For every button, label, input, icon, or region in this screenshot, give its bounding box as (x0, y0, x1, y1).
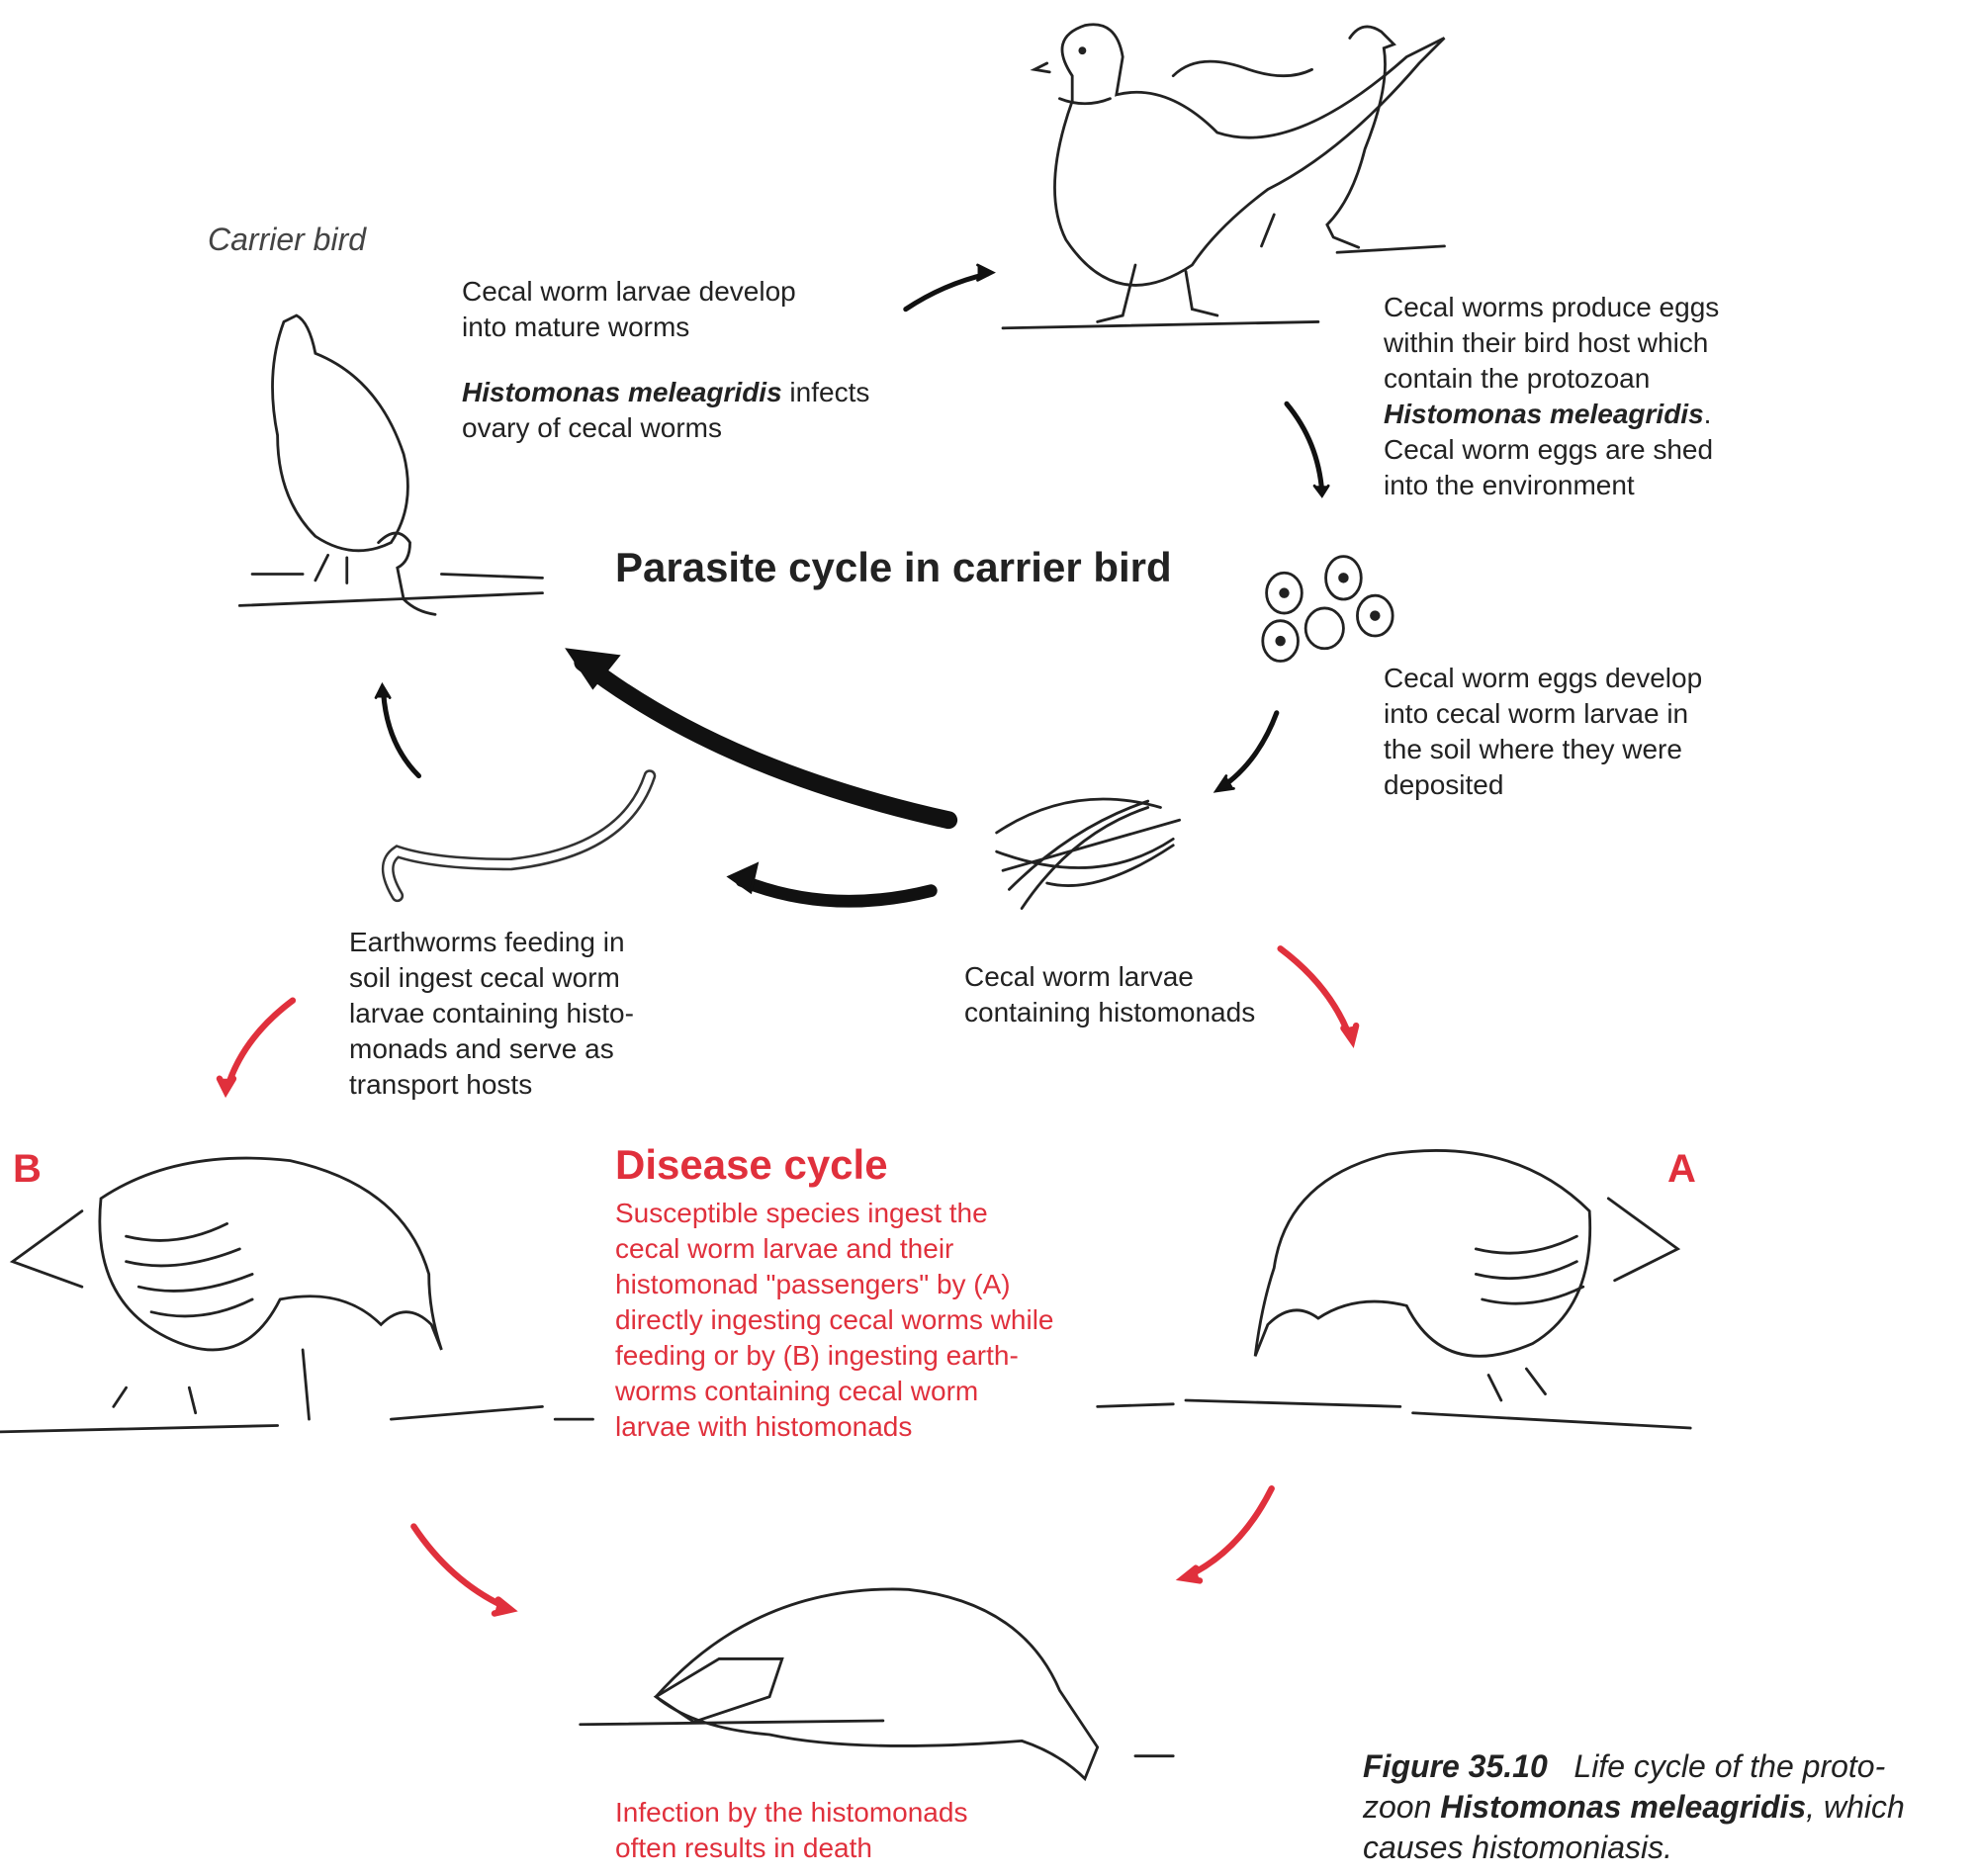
text-line: histomonad "passengers" by (A) (615, 1269, 1011, 1299)
text-line: . (1703, 399, 1712, 429)
figure-label: Figure 35.10 (1363, 1748, 1548, 1784)
text-line: within their bird host which (1384, 327, 1709, 358)
carrier-hen-illustration (237, 313, 544, 616)
text-line: into the environment (1384, 470, 1635, 500)
species-name: Histomonas meleagridis (1384, 399, 1704, 429)
text-line: containing histomonads (964, 997, 1256, 1027)
disease-cycle-arrows (216, 945, 1360, 1617)
pheasant-pair-illustration (1001, 23, 1446, 330)
species-name: Histomonas meleagridis (1440, 1789, 1807, 1825)
text-line: Life cycle of the proto- (1547, 1748, 1886, 1784)
parasite-cycle-arrows (374, 263, 1330, 908)
text-line: zoon (1363, 1789, 1441, 1825)
step-eggs-produce: Cecal worms produce eggs within their bir… (1384, 290, 1719, 503)
text-line: Cecal worm eggs develop (1384, 663, 1703, 693)
step-earthworms: Earthworms feeding in soil ingest cecal w… (349, 925, 634, 1103)
figure-caption: Figure 35.10 Life cycle of the proto-zoo… (1363, 1746, 1905, 1868)
text-line: larvae containing histo- (349, 998, 634, 1028)
text-line: into mature worms (462, 312, 690, 342)
text-line: transport hosts (349, 1069, 533, 1100)
text-line: cecal worm larvae and their (615, 1233, 954, 1264)
cecal-worm-larvae-illustration (995, 797, 1182, 910)
earthworm-illustration (381, 769, 657, 903)
step-death: Infection by the histomonads often result… (615, 1795, 967, 1866)
step-larvae-containing: Cecal worm larvae containing histomonads (964, 959, 1255, 1030)
text-line: directly ingesting cecal worms while (615, 1304, 1054, 1335)
text-line: often results in death (615, 1832, 872, 1863)
text-line: Cecal worm larvae develop (462, 276, 796, 307)
text-line: Cecal worm larvae (964, 961, 1194, 992)
species-name: Histomonas meleagridis (462, 377, 782, 407)
step-larvae-develop: Cecal worm larvae develop into mature wor… (462, 274, 869, 446)
text-line: ovary of cecal worms (462, 412, 722, 443)
dead-bird-illustration (579, 1587, 1175, 1782)
text-line: larvae with histomonads (615, 1411, 913, 1442)
text-line: Susceptible species ingest the (615, 1198, 988, 1228)
text-line: , which (1806, 1789, 1905, 1825)
turkey-b-illustration (0, 1156, 594, 1434)
marker-b: B (13, 1147, 42, 1191)
marker-a: A (1667, 1147, 1696, 1191)
carrier-bird-label: Carrier bird (208, 222, 367, 257)
disease-cycle-description: Susceptible species ingest the cecal worm… (615, 1196, 1054, 1445)
turkey-a-illustration (1096, 1149, 1692, 1430)
text-line: contain the protozoan (1384, 363, 1651, 394)
text-line: feeding or by (B) ingesting earth- (615, 1340, 1019, 1371)
parasite-cycle-title: Parasite cycle in carrier bird (615, 544, 1172, 590)
text-line: into cecal worm larvae in (1384, 698, 1689, 729)
text-line: deposited (1384, 769, 1504, 800)
text-line: causes histomoniasis. (1363, 1830, 1673, 1865)
text-line: Cecal worm eggs are shed (1384, 434, 1714, 465)
text-line: Cecal worms produce eggs (1384, 292, 1720, 322)
text-line: soil ingest cecal worm (349, 962, 620, 993)
text-line: the soil where they were (1384, 734, 1682, 764)
disease-cycle-title: Disease cycle (615, 1141, 888, 1188)
text-line: monads and serve as (349, 1033, 614, 1064)
text-line: Infection by the histomonads (615, 1797, 968, 1828)
text-line: Earthworms feeding in (349, 927, 625, 957)
text-line: worms containing cecal worm (615, 1376, 979, 1406)
cecal-worm-eggs-illustration (1261, 555, 1394, 663)
step-eggs-develop: Cecal worm eggs develop into cecal worm l… (1384, 661, 1702, 803)
text-line: infects (781, 377, 870, 407)
